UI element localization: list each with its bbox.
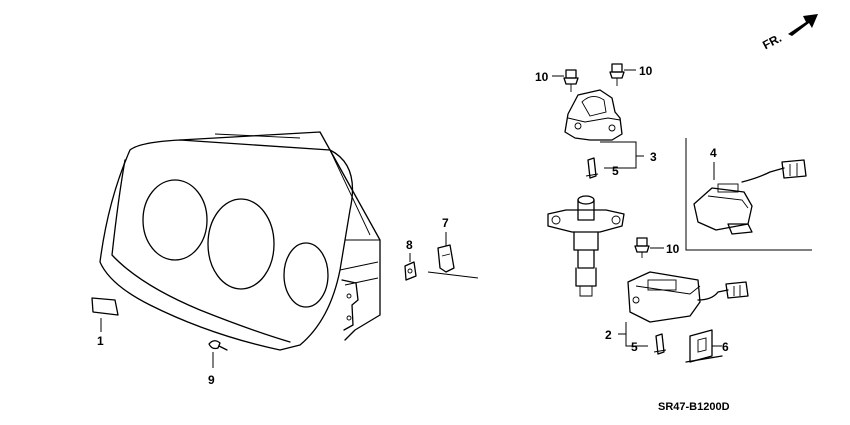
- callout-10-middle: 10: [666, 242, 680, 256]
- label-plate: [91, 297, 119, 316]
- callout-3: 3: [650, 150, 657, 164]
- callout-10-top-left: 10: [535, 70, 549, 84]
- pin-part-5-bottom: [653, 333, 667, 355]
- callout-4: 4: [710, 146, 717, 160]
- bolt-part-10-middle: [634, 237, 650, 258]
- callout-8: 8: [406, 238, 413, 252]
- frame-part-4: [685, 138, 812, 251]
- sensor-assembly-part-3: [564, 89, 623, 141]
- sensor-part-4: [693, 159, 807, 235]
- callout-5-bottom: 5: [631, 340, 638, 354]
- bracket-part-6: [685, 329, 723, 363]
- front-indicator: FR.: [760, 31, 784, 52]
- callout-1: 1: [97, 334, 104, 348]
- front-arrow-icon: [788, 14, 818, 36]
- callout-9: 9: [208, 373, 215, 387]
- actuator-part-2: [627, 271, 749, 323]
- diagram-code: SR47-B1200D: [658, 401, 730, 413]
- speed-sensor-shaft: [547, 195, 625, 297]
- callout-7: 7: [442, 216, 449, 230]
- screw-part-9: [208, 340, 228, 351]
- callout-5-top: 5: [612, 164, 619, 178]
- bracket-part-7: [437, 244, 455, 273]
- callout-6: 6: [722, 340, 729, 354]
- instrument-cluster: [99, 131, 381, 351]
- pin-part-5-top: [585, 157, 599, 179]
- callout-10-top-right: 10: [639, 64, 653, 78]
- bolt-part-10-top-right: [609, 63, 625, 86]
- callout-2: 2: [605, 328, 612, 342]
- clip-part-8: [404, 261, 417, 281]
- bolt-part-10-top-left: [563, 69, 579, 92]
